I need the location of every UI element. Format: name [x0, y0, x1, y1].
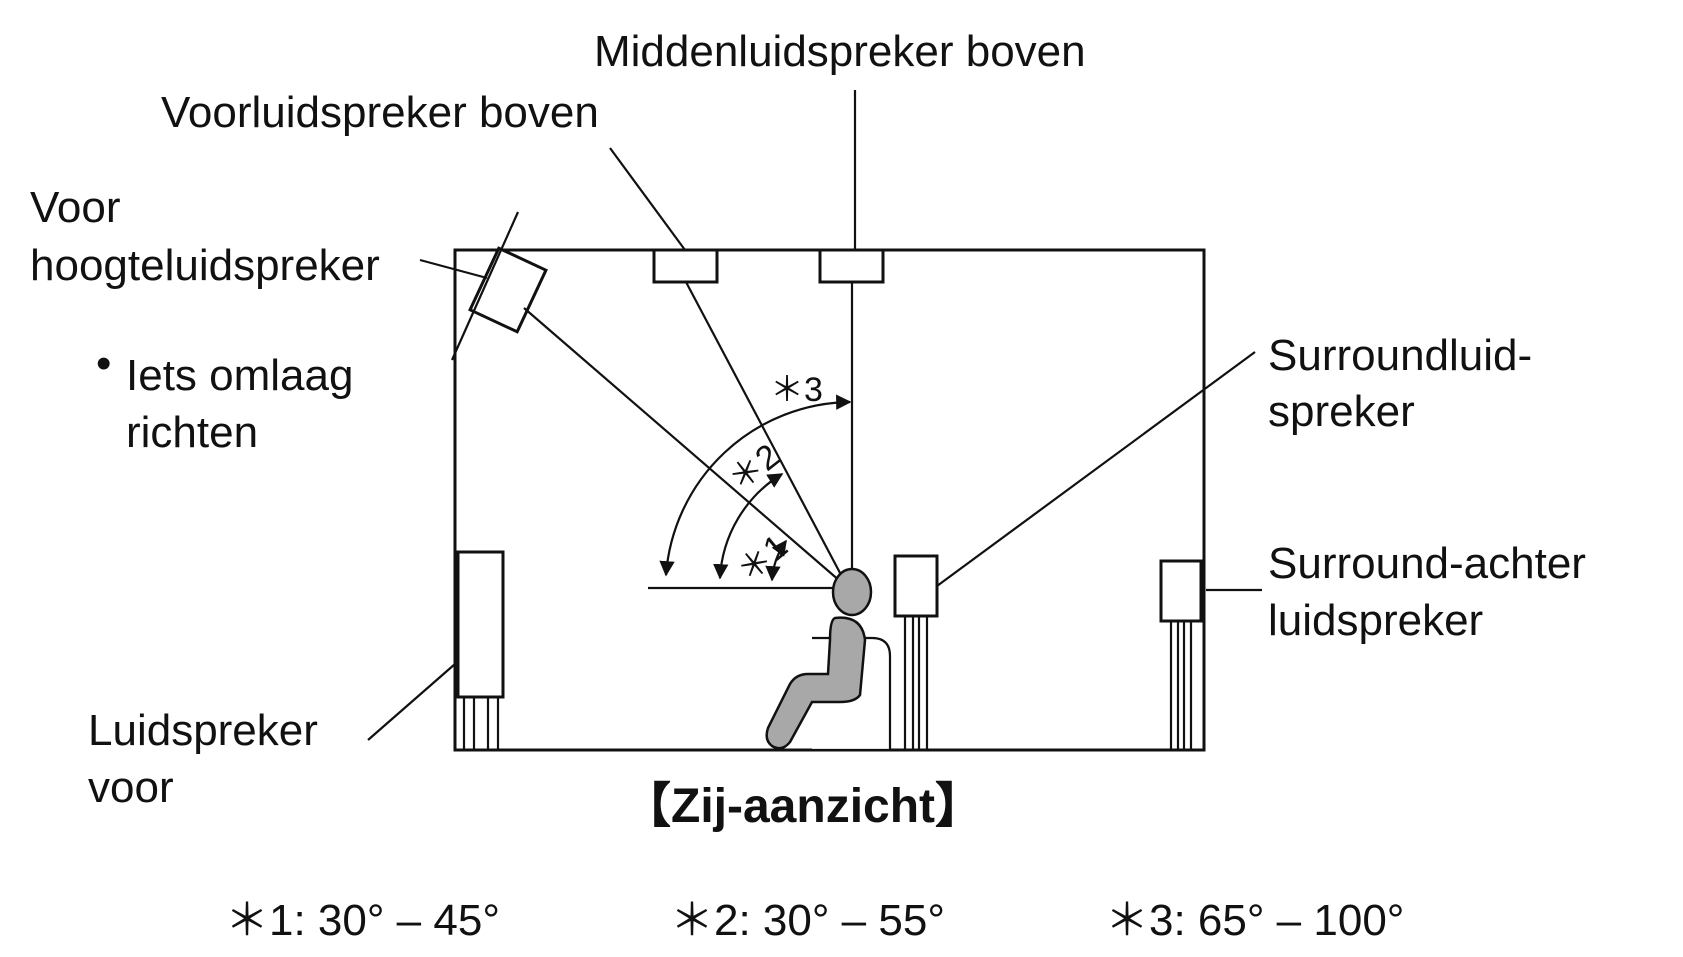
listener-figure: [765, 567, 892, 752]
surround-speaker: [893, 554, 939, 750]
center-top-speaker: [818, 248, 885, 284]
label-surround-speaker-1: Surroundluid-: [1268, 331, 1532, 380]
label-front-height-speaker-1: Voor: [30, 183, 121, 232]
legend-item-2: ＊2: 30° – 55°: [670, 896, 945, 945]
label-front-speaker-2: voor: [88, 763, 174, 812]
leader-front-floor: [367, 663, 456, 741]
front-floor-speaker: [456, 550, 505, 750]
label-surround-speaker-2: spreker: [1268, 387, 1415, 436]
legend-item-1: ＊1: 30° – 45°: [225, 896, 500, 945]
leader-front-top: [609, 147, 686, 251]
note-bullet: •: [96, 339, 111, 388]
leader-surround: [936, 351, 1256, 587]
view-title: 【Zij-aanzicht】: [623, 780, 983, 833]
label-surround-back-speaker-1: Surround-achter: [1268, 539, 1586, 588]
sightline-front-height: [523, 307, 849, 589]
label-front-height-speaker-2: hoogteluidspreker: [30, 241, 380, 290]
angle-marker-3: ＊3: [770, 371, 823, 409]
note-line-1: Iets omlaag: [126, 351, 353, 400]
angle-arc-1: [765, 539, 787, 582]
surround-back-speaker: [1159, 559, 1203, 750]
angle-arc-3: [659, 394, 852, 577]
legend-item-3: ＊3: 65° – 100°: [1105, 896, 1404, 945]
angle-arc-2: [713, 473, 784, 580]
leader-front-height: [419, 258, 488, 280]
front-height-speaker-tilt-line: [450, 211, 520, 361]
front-top-speaker: [652, 248, 719, 284]
label-front-speaker-1: Luidspreker: [88, 706, 318, 755]
note-line-2: richten: [126, 408, 258, 457]
angle-marker-1: ＊1: [730, 527, 795, 590]
label-center-top-speaker: Middenluidspreker boven: [594, 27, 1086, 76]
label-surround-back-speaker-2: luidspreker: [1268, 596, 1483, 645]
front-height-speaker: [468, 246, 548, 334]
label-front-top-speaker: Voorluidspreker boven: [161, 88, 599, 137]
